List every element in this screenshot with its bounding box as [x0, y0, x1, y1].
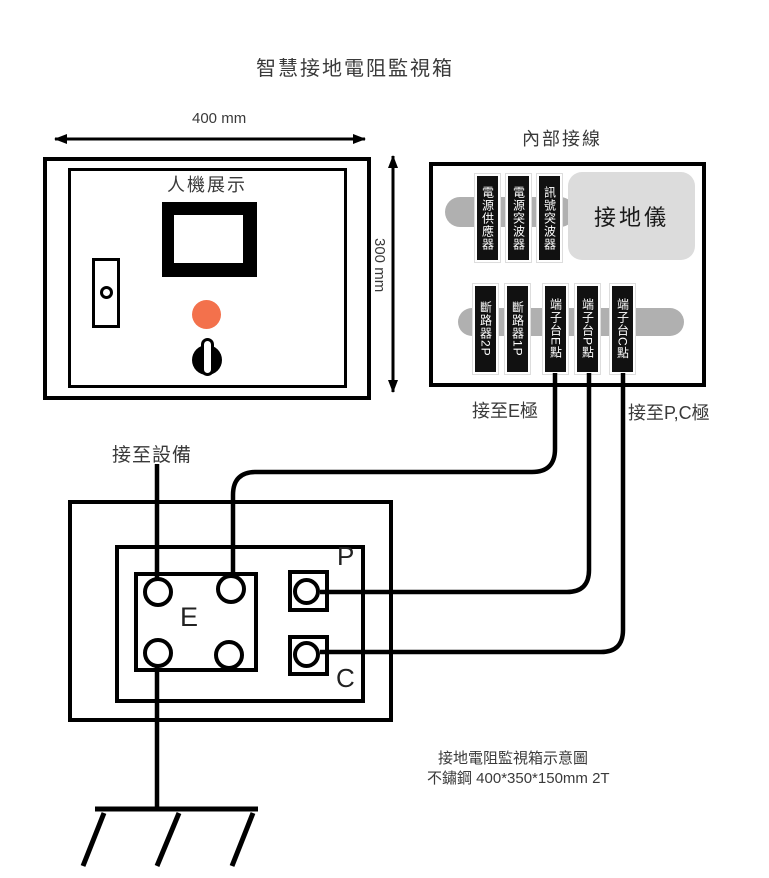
hmi-display-label: 人機展示: [167, 175, 247, 195]
panel-switch-dot: [100, 286, 113, 299]
panel-outer-box: [43, 157, 371, 400]
module-breaker-1p: 斷路器1P: [504, 283, 531, 375]
width-dimension-label: 400 mm: [192, 110, 247, 127]
p-label: P: [337, 541, 355, 571]
height-dimension-label: 300 mm: [371, 238, 388, 293]
module-terminal-p: 端子台P點: [574, 283, 601, 375]
c-terminal: [293, 641, 320, 668]
c-label: C: [336, 663, 355, 693]
panel-inner-box: [68, 168, 347, 388]
diagram-title: 智慧接地電阻監視箱: [256, 58, 454, 80]
module-power-surge-protector: 電源突波器: [505, 173, 532, 263]
e-terminal-top-right: [216, 574, 246, 604]
module-breaker-2p: 斷路器2P: [472, 283, 499, 375]
earth-ground-symbol: [80, 806, 258, 867]
hmi-screen: [174, 215, 243, 263]
indicator-lamp: [192, 300, 221, 329]
rotary-knob-handle: [201, 338, 214, 376]
module-signal-surge-protector: 訊號突波器: [536, 173, 563, 263]
e-terminal-bottom-right: [214, 640, 244, 670]
label-to-pc-pole: 接至P,C極: [628, 403, 710, 423]
module-power-supply: 電源供應器: [474, 173, 501, 263]
note-material-spec: 不鏽鋼 400*350*150mm 2T: [427, 770, 610, 787]
label-to-e-pole: 接至E極: [472, 401, 539, 421]
module-terminal-e: 端子台E點: [542, 283, 569, 375]
e-terminal-top-left: [143, 577, 173, 607]
p-terminal: [293, 578, 320, 605]
module-terminal-c: 端子台C點: [609, 283, 636, 375]
e-terminal-bottom-left: [143, 638, 173, 668]
note-schematic-caption: 接地電阻監視箱示意圖: [438, 750, 589, 767]
grounding-meter: 接地儀: [568, 172, 695, 260]
panel-switch: [92, 258, 120, 328]
internal-wiring-title: 內部接線: [522, 129, 602, 149]
e-label: E: [180, 602, 199, 632]
label-to-equipment: 接至設備: [112, 445, 193, 466]
